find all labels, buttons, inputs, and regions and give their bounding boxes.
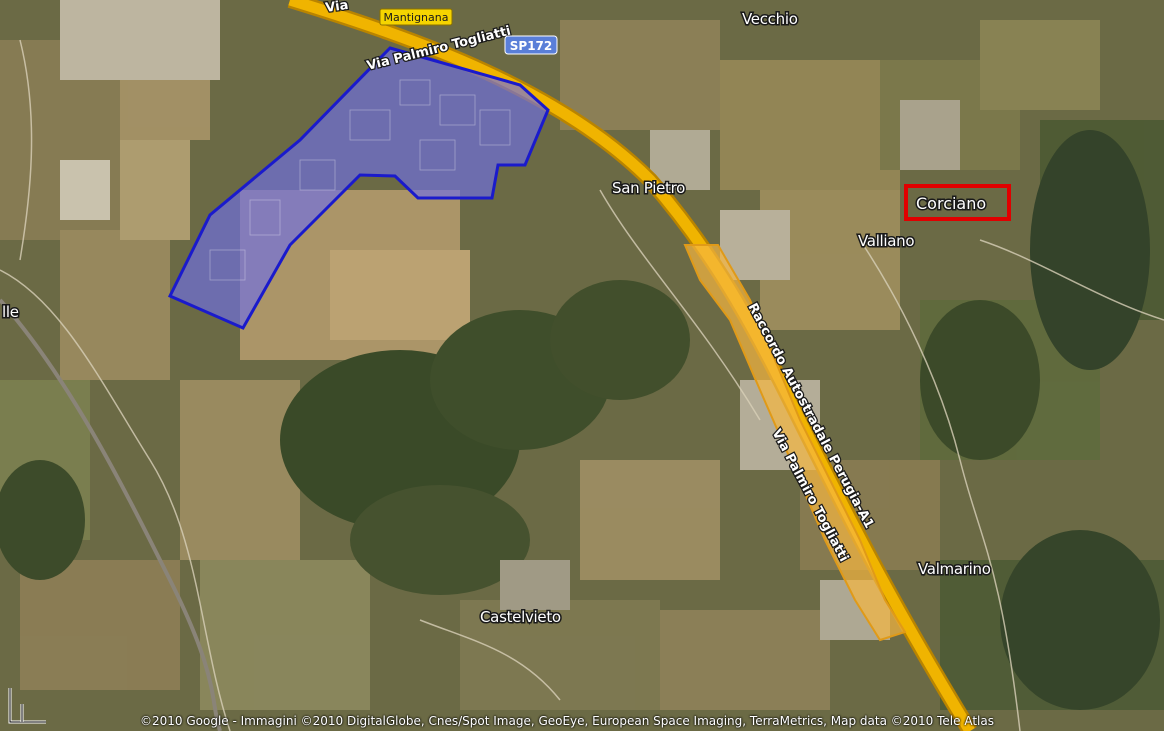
place-label-valliano: Valliano — [858, 232, 914, 250]
map-attribution: ©2010 Google - Immagini ©2010 DigitalGlo… — [140, 714, 994, 728]
secondary-roads — [0, 39, 1164, 731]
forest — [0, 130, 1160, 710]
shield-mantignana-label: Mantignana — [384, 11, 449, 24]
place-label-vecchio: Vecchio — [742, 10, 798, 28]
shield-mantignana: Mantignana — [379, 8, 453, 26]
highlight-box — [904, 184, 1011, 221]
highlighted-place-label: Corciano — [916, 194, 986, 213]
industrial-zone-polygon[interactable] — [167, 46, 550, 330]
industrial-zone-buildings — [209, 79, 511, 281]
road-label-via-corner: Via — [324, 0, 349, 16]
highlighted-place: Corciano — [904, 184, 1011, 221]
place-label-san-pietro: San Pietro — [612, 179, 685, 197]
scale-bar-icon — [8, 688, 46, 724]
place-label-castelvieto: Castelvieto — [480, 608, 561, 626]
place-label-valmarino: Valmarino — [918, 560, 991, 578]
place-label-left-edge: lle — [2, 303, 19, 321]
shield-sp172: SP172 — [504, 35, 558, 55]
highway-corridor-polygon[interactable] — [683, 244, 907, 642]
railway — [0, 298, 222, 731]
shield-sp172-label: SP172 — [510, 39, 553, 53]
